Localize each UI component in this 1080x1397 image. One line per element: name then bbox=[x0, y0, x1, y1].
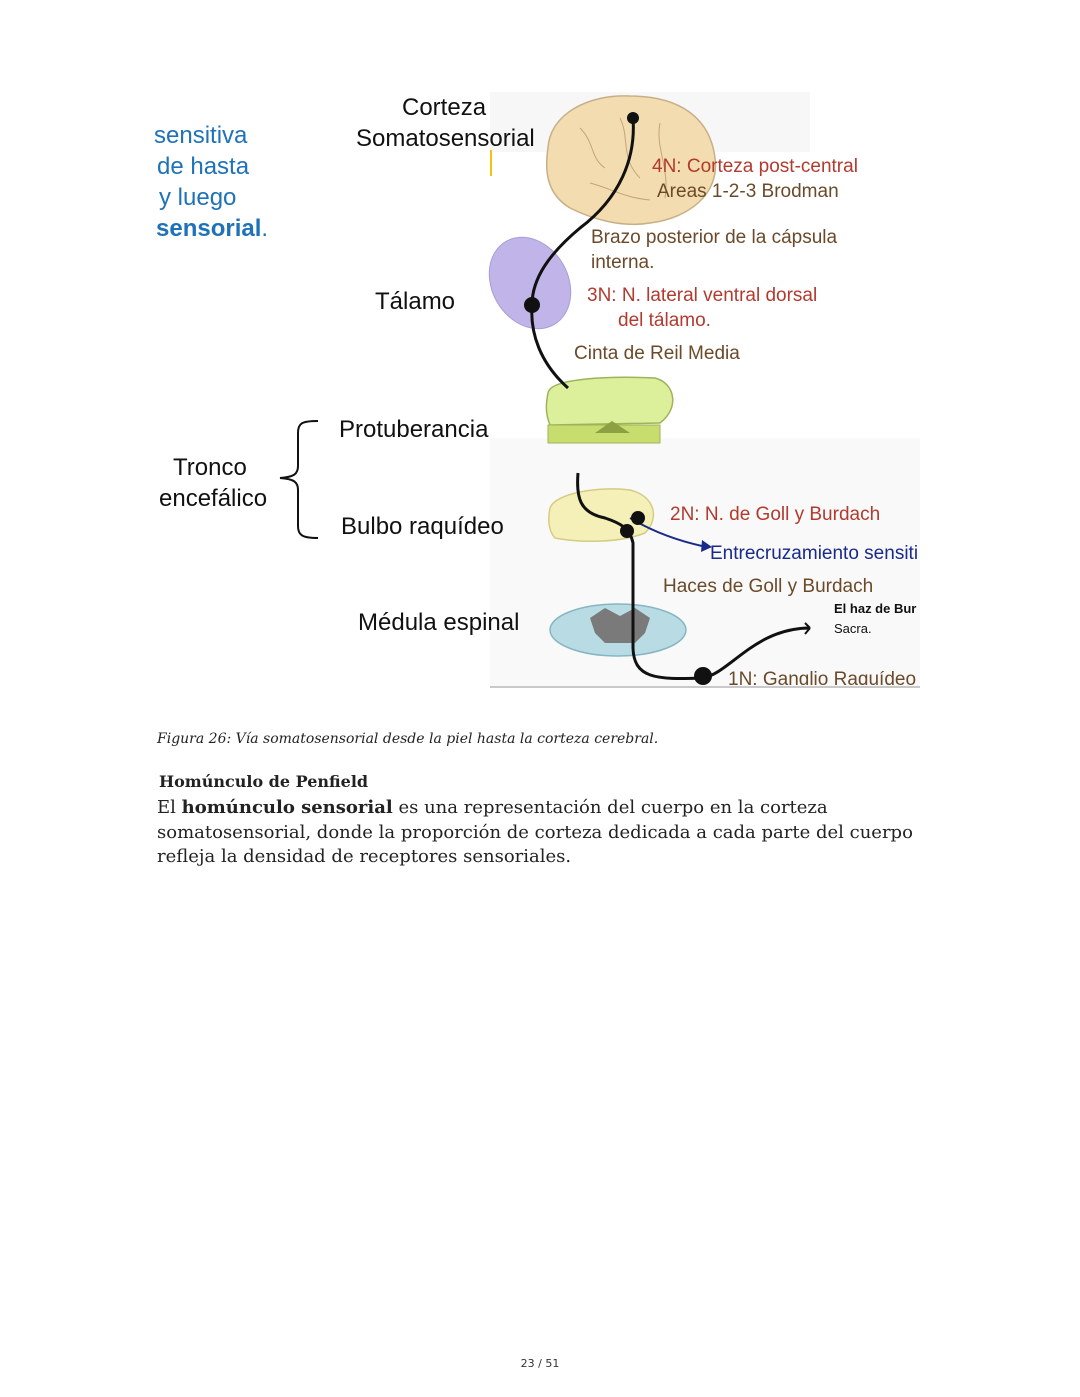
fragment-period: . bbox=[261, 215, 269, 242]
annotation-haz-line2: Sacra. bbox=[834, 621, 872, 636]
annotation-haces: Haces de Goll y Burdach bbox=[663, 576, 874, 597]
node-cortex bbox=[627, 112, 639, 124]
fragment-bold-word: sensorial bbox=[156, 215, 262, 242]
fragment-line-1: sensitiva bbox=[154, 122, 248, 149]
pons-triangle bbox=[595, 421, 630, 433]
node-thalamus bbox=[524, 297, 540, 313]
pathway-illustration bbox=[279, 92, 920, 688]
pons-base bbox=[547, 424, 661, 444]
annotation-4n-line2: Areas 1-2-3 Brodman bbox=[657, 181, 839, 202]
paragraph-bold-term: homúnculo sensorial bbox=[181, 797, 393, 818]
figure-caption: Figura 26: Vía somatosensorial desde la … bbox=[157, 731, 659, 747]
receptor-tip bbox=[804, 622, 811, 635]
section-heading: Homúnculo de Penfield bbox=[159, 772, 369, 791]
brace-tronco bbox=[279, 420, 319, 539]
node-gracile-nucleus bbox=[631, 511, 645, 525]
label-corteza: Corteza bbox=[402, 94, 487, 121]
fragment-line-4: sensorial. bbox=[156, 215, 268, 243]
image-bg-bottom bbox=[490, 438, 920, 688]
fragment-line-2: de hasta bbox=[157, 153, 250, 180]
annotation-2n: 2N: N. de Goll y Burdach bbox=[670, 504, 881, 525]
annotation-3n-line2: del tálamo. bbox=[618, 310, 711, 331]
annotation-entrecruzamiento: Entrecruzamiento sensiti bbox=[710, 543, 919, 564]
paragraph-prefix: El bbox=[157, 797, 182, 818]
marker-line bbox=[490, 150, 492, 176]
annotation-1n: 1N: Ganglio Raquídeo bbox=[728, 669, 917, 685]
node-crossing bbox=[620, 524, 634, 538]
thalamus-shape bbox=[488, 236, 572, 330]
label-protuberancia: Protuberancia bbox=[339, 416, 489, 443]
fragment-line-3: y luego bbox=[159, 184, 237, 211]
pathway-line bbox=[530, 117, 811, 681]
label-encefalico: encefálico bbox=[159, 485, 268, 512]
page-number: 23 / 51 bbox=[520, 1357, 560, 1370]
spinal-grey-matter bbox=[590, 608, 650, 643]
brain-shape bbox=[545, 95, 717, 226]
annotation-brazo-line2: interna. bbox=[591, 252, 655, 273]
brain-gyri bbox=[579, 117, 667, 201]
annotation-4n-line1: 4N: Corteza post-central bbox=[652, 156, 858, 177]
pons-shape bbox=[545, 376, 674, 426]
label-tronco: Tronco bbox=[173, 454, 247, 481]
paragraph-rest: es una representación del cuerpo en la c… bbox=[157, 797, 913, 867]
somatosensory-pathway-figure: sensitiva de hasta y luego sensorial. Co… bbox=[150, 88, 930, 693]
annotation-3n-line1: 3N: N. lateral ventral dorsal bbox=[587, 285, 818, 306]
label-medula: Médula espinal bbox=[358, 609, 520, 636]
label-somatosensorial: Somatosensorial bbox=[356, 125, 535, 152]
label-bulbo: Bulbo raquídeo bbox=[341, 513, 504, 540]
annotation-brazo-line1: Brazo posterior de la cápsula bbox=[591, 227, 838, 248]
section-paragraph: El homúnculo sensorial es una representa… bbox=[157, 796, 927, 870]
node-dorsal-ganglion bbox=[694, 667, 712, 685]
annotation-cinta: Cinta de Reil Media bbox=[574, 343, 740, 364]
label-talamo: Tálamo bbox=[375, 288, 456, 315]
annotation-haz-line1: El haz de Bur bbox=[834, 601, 917, 616]
decussation-arrowhead bbox=[701, 540, 712, 552]
